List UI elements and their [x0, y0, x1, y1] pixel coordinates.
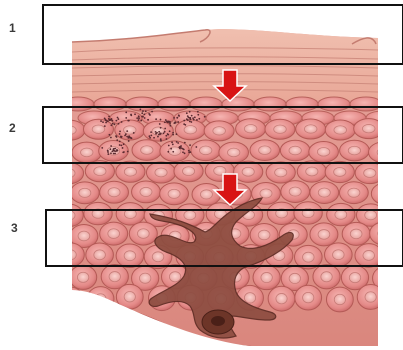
region-box-2: [42, 106, 403, 164]
keratinocyte-cell: [371, 183, 400, 205]
keratinocyte-cell: [57, 287, 84, 312]
region-box-3: [45, 209, 403, 267]
keratinocyte-cell: [54, 163, 83, 184]
region-box-1: [42, 4, 403, 65]
region-label-1: 1: [9, 21, 16, 35]
keratinocyte-cell: [87, 287, 114, 312]
region-label-2: 2: [9, 121, 16, 135]
region-label-3: 3: [11, 221, 18, 235]
